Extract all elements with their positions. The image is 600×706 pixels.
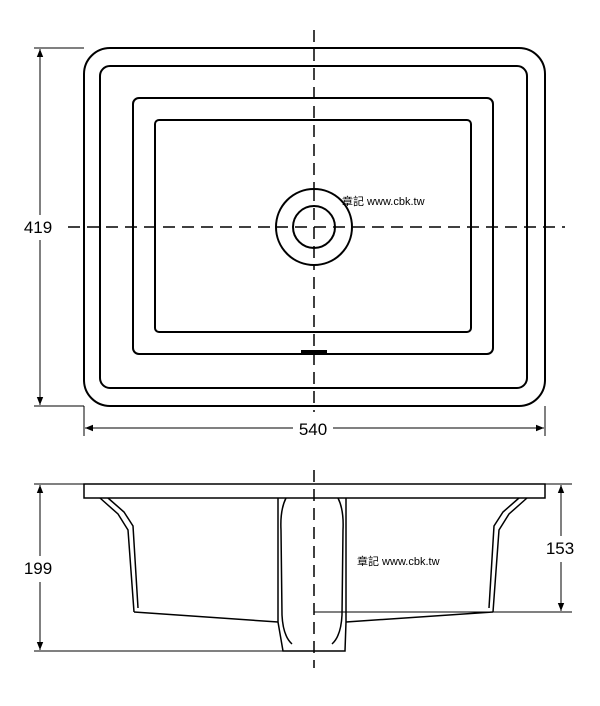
side-view: 199 153 章記 www.cbk.tw [16, 470, 584, 668]
drain-inner-left [280, 497, 293, 645]
top-view-watermark: 章記 www.cbk.tw [342, 194, 425, 208]
width-label-bg [294, 418, 332, 440]
right-outer-wall [492, 497, 528, 613]
bowl-bottom-right [345, 611, 494, 623]
height-label-bg [18, 216, 58, 238]
basin-floor [154, 119, 472, 333]
left-inner-wall [107, 497, 139, 609]
overall-height-label: 199 [24, 559, 52, 578]
depth-label-bg [538, 537, 584, 559]
width-dimension-label: 540 [299, 420, 327, 439]
top-view: 419 540 章記 www.cbk.tw [18, 30, 565, 440]
right-inner-wall [488, 497, 520, 609]
height-dimension-label: 419 [24, 218, 52, 237]
bowl-bottom-left [133, 611, 279, 623]
drain-body [277, 498, 347, 652]
overall-height-label-bg [16, 557, 60, 579]
left-outer-wall [99, 497, 135, 613]
drain-inner-right [331, 497, 344, 645]
side-view-watermark: 章記 www.cbk.tw [357, 554, 440, 568]
basin-depth-label: 153 [546, 539, 574, 558]
